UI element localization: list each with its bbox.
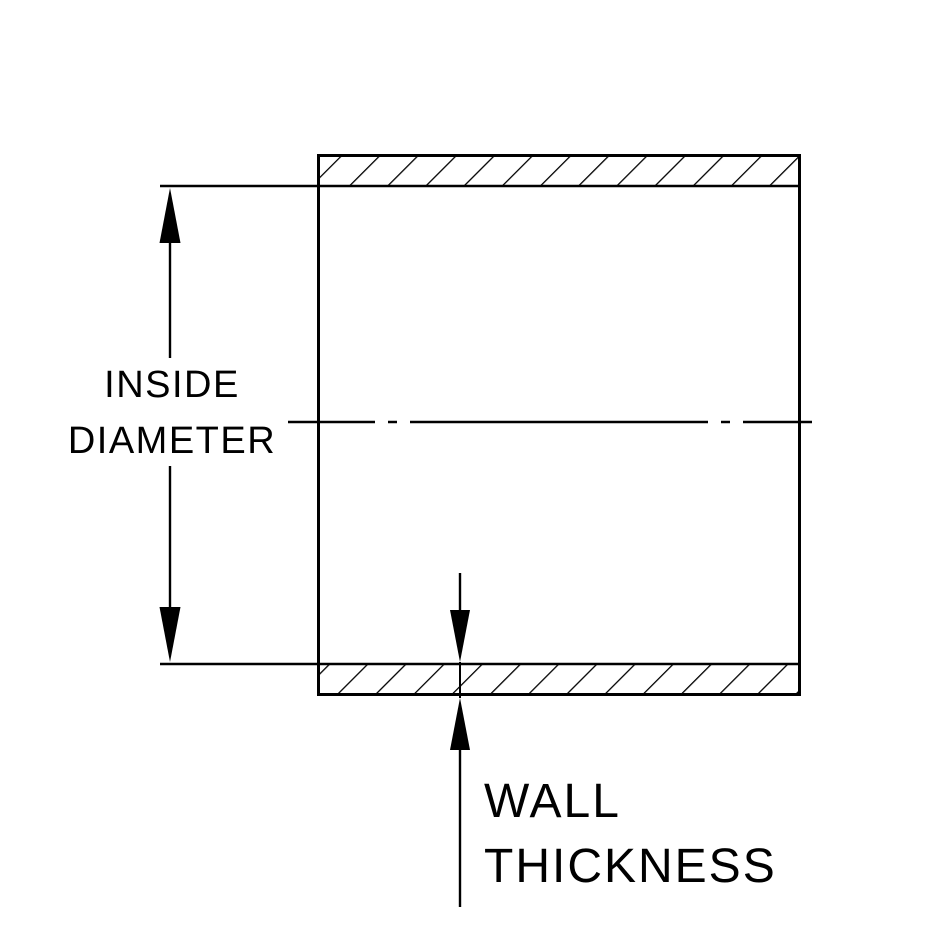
- inside-diameter-label-line2: DIAMETER: [68, 420, 276, 462]
- wall-thickness-label-line2: THICKNESS: [484, 840, 777, 893]
- wall-thickness-label-line1: WALL: [484, 775, 621, 828]
- inside-diameter-dimension: INSIDE DIAMETER: [68, 184, 318, 666]
- tube-outline: [317, 154, 801, 696]
- arrowhead-down-icon: [159, 607, 181, 662]
- top-wall-hatch: [320, 157, 798, 185]
- arrowhead-down-icon: [450, 610, 470, 662]
- arrowhead-up-icon: [159, 188, 181, 243]
- inside-diameter-label-line1: INSIDE: [104, 364, 240, 406]
- bottom-wall-hatch: [320, 665, 798, 693]
- wall-thickness-dimension: WALL THICKNESS: [450, 573, 777, 907]
- tube-body: [317, 154, 801, 696]
- arrowhead-up-icon: [450, 698, 470, 750]
